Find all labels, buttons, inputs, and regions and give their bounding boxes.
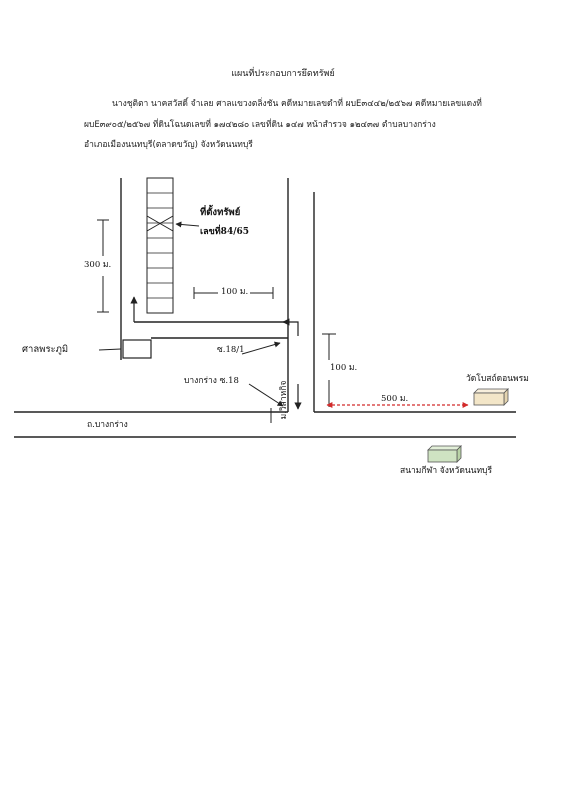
document-title: แผนที่ประกอบการยึดทรัพย์ [231, 69, 335, 79]
shrine-label: ศาลพระภูมิ [22, 344, 69, 355]
soi-18-1-label: ซ.18/1 [217, 345, 245, 355]
wat-box [473, 388, 509, 406]
case-line-3: อำเภอเมืองนนทบุรี(ตลาดขวัญ) จังหวัดนนทบุ… [84, 140, 253, 150]
village-road-label: ม.วิสาหกิจ [279, 380, 289, 420]
stadium-box [427, 445, 462, 463]
case-line-2: ผบE๓๙๐๕/๒๕๖๗ ที่ดินโฉนดเลขที่ ๑๗๔๒๘๐ เลข… [84, 120, 436, 130]
shrine-pointer [98, 348, 122, 351]
route-arrow-turn [282, 318, 299, 336]
distance-500-label: 500 ม. [381, 394, 409, 404]
shrine-box [122, 339, 152, 359]
building-row [146, 177, 174, 314]
property-unit-marker [146, 215, 174, 232]
main-road-label: ถ.บางกร่าง [87, 420, 128, 430]
distance-300-label: 300 ม. [84, 260, 112, 270]
property-number: เลขที่84/65 [200, 227, 250, 237]
soi-18-pointer [248, 383, 284, 407]
dimension-300m [97, 219, 109, 313]
bangkrang-soi-18-label: บางกร่าง ซ.18 [184, 376, 239, 386]
property-pointer-arrow [175, 221, 200, 228]
stadium-label: สนามกีฬา จังหวัดนนทบุรี [400, 466, 493, 476]
distance-100-right-label: 100 ม. [330, 363, 358, 373]
property-label: ที่ตั้งทรัพย์ [200, 207, 241, 218]
distance-100-top-label: 100 ม. [221, 287, 249, 297]
soi-18-1-pointer [241, 341, 281, 355]
case-line-1: นางชุติตา นาคสวัสดิ์ จำเลย ศาลแขวงตลิ่งช… [112, 99, 482, 109]
dimension-100m-top [193, 287, 274, 299]
wat-label: วัดโบสถ์ดอนพรม [466, 374, 529, 384]
